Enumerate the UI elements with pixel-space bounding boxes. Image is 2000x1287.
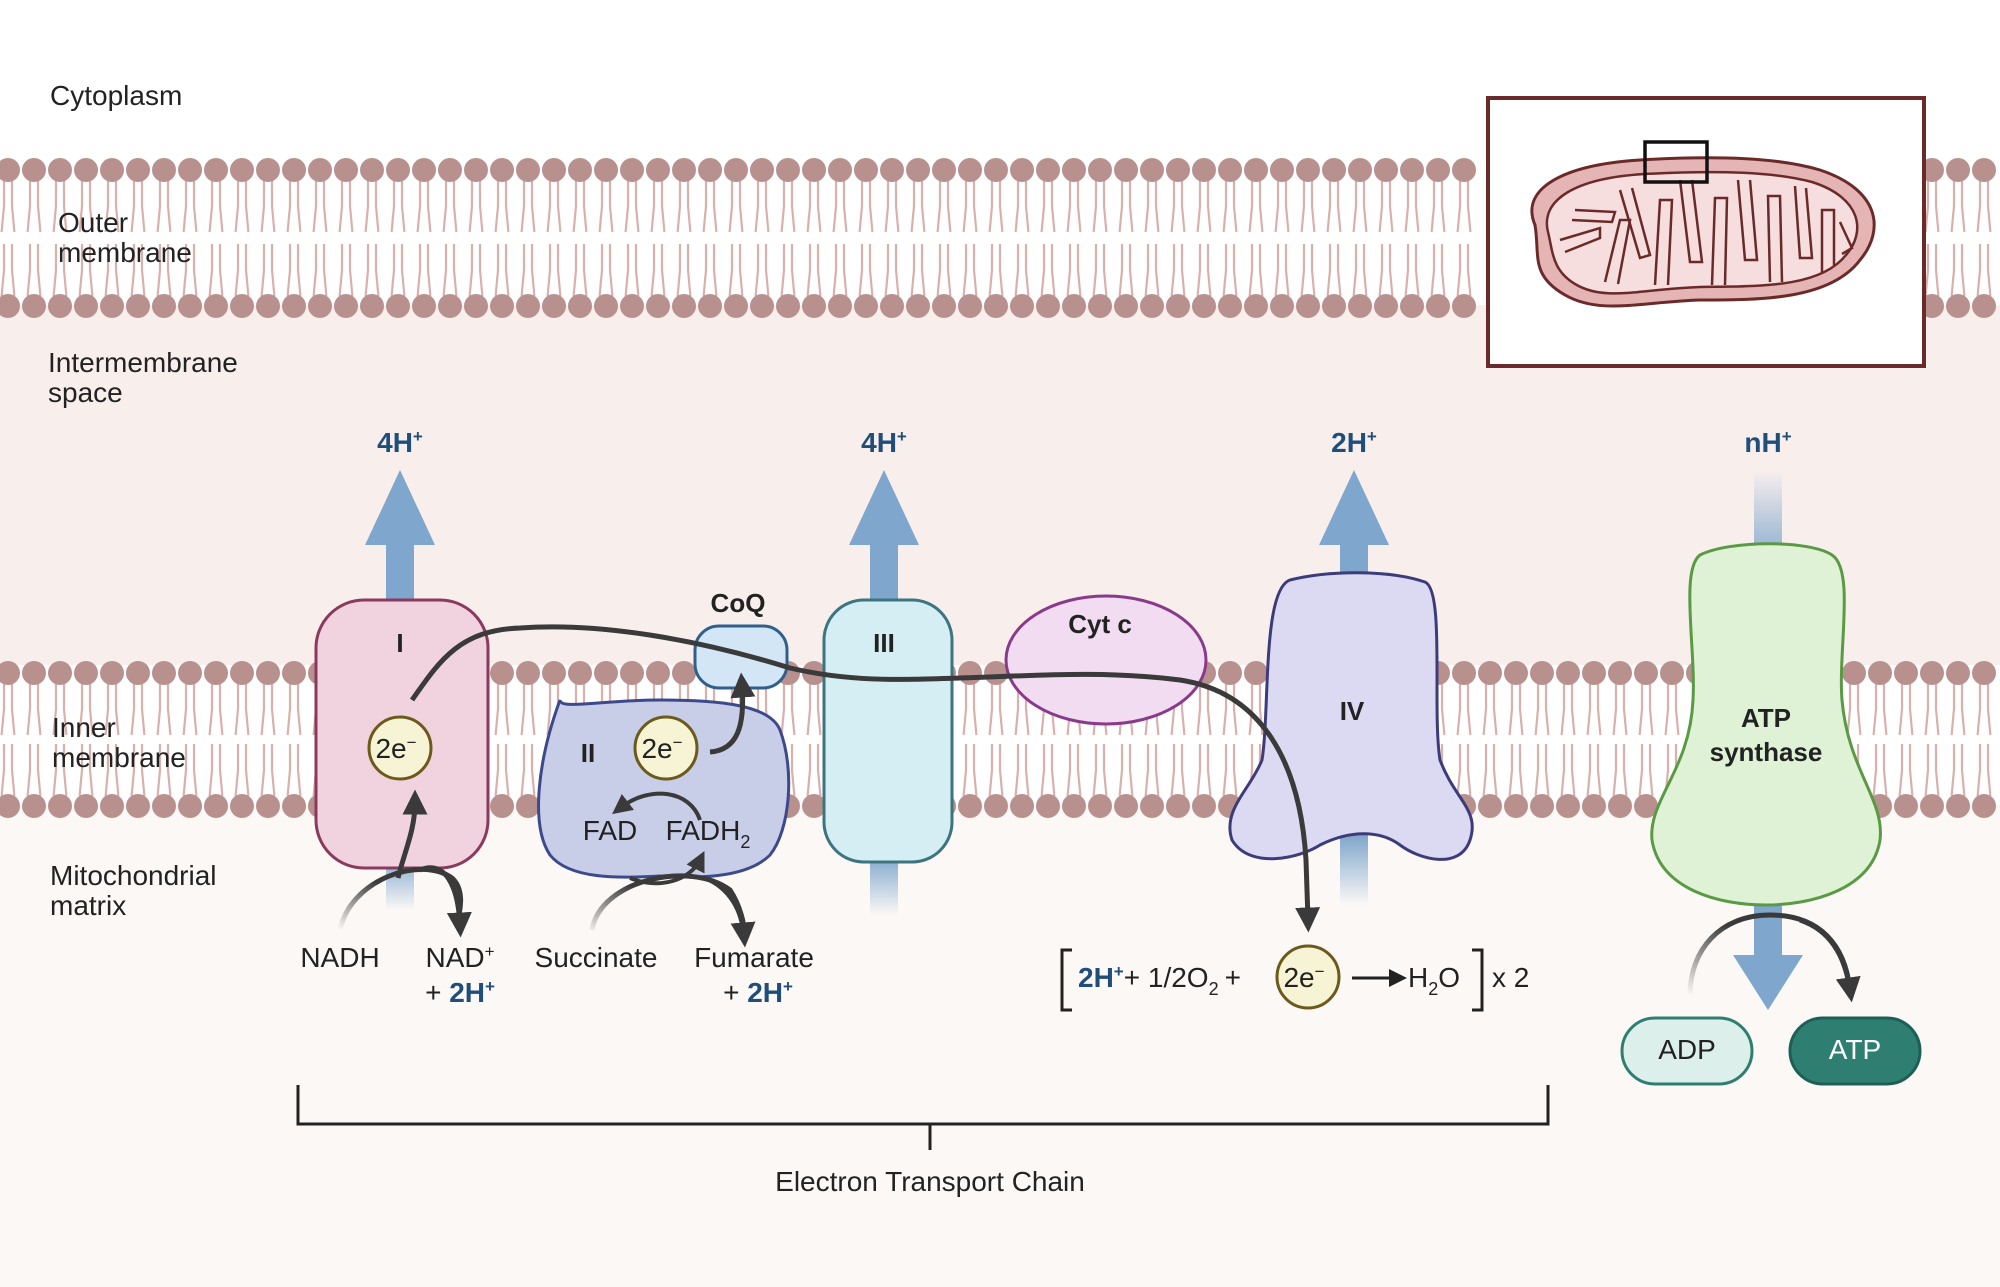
proton-label-3: 4H+ — [861, 427, 907, 458]
atp-pill: ATP — [1788, 1016, 1922, 1086]
mitochondrion-inset — [1486, 96, 1926, 368]
cytochrome-c: Cyt c — [1004, 594, 1208, 726]
water-product: H2O — [1408, 962, 1460, 999]
arrow-2e-to-coq — [709, 672, 756, 755]
fumarate-2h-label: + 2H+ — [723, 977, 793, 1008]
coq-label: CoQ — [711, 588, 766, 618]
outer-membrane-label-1: Outer — [58, 207, 128, 238]
cytc-label: Cyt c — [1068, 609, 1132, 639]
svg-text:ADP: ADP — [1658, 1034, 1716, 1065]
arrow-fad-to-fadh2 — [629, 851, 705, 886]
fad-label: FAD — [583, 815, 637, 846]
electron-1: 2e− — [367, 715, 433, 781]
arrow-nadh-to-nad — [419, 865, 472, 938]
atp-synthase-label-1: ATP — [1741, 703, 1791, 733]
complex-3: III — [822, 598, 954, 864]
atp-synthase: ATP synthase — [1650, 542, 1882, 907]
adp-pill: ADP — [1620, 1016, 1754, 1086]
proton-label-1: 4H+ — [377, 427, 423, 458]
etc-bracket: Electron Transport Chain — [296, 1085, 1550, 1197]
svg-text:2e−: 2e− — [375, 733, 416, 764]
arrow-fadh2-to-fad — [612, 791, 702, 821]
water-reactants: 2H++ 1/2O2+ — [1078, 962, 1241, 999]
proton-label-4: 2H+ — [1331, 427, 1377, 458]
svg-text:2e−: 2e− — [641, 733, 682, 764]
atp-synthase-label-2: synthase — [1710, 737, 1823, 767]
water-reaction: 2H++ 1/2O2+ 2e− H2O x 2 — [1060, 944, 1529, 1012]
outer-membrane-label-2: membrane — [58, 237, 192, 268]
inner-membrane-label-1: Inner — [52, 712, 116, 743]
electron-path — [409, 624, 1321, 933]
electron-3 — [1275, 944, 1341, 1010]
proton-label-atp: nH+ — [1744, 427, 1791, 458]
zoom-box — [1643, 140, 1709, 184]
matrix-label-2: matrix — [50, 890, 126, 921]
complex-1-label: I — [396, 628, 403, 658]
complex-2-label: II — [581, 738, 595, 768]
matrix-label-1: Mitochondrial — [50, 860, 217, 891]
etc-label: Electron Transport Chain — [775, 1166, 1085, 1197]
arrow-adp-to-atp — [1799, 917, 1861, 1003]
water-times: x 2 — [1492, 962, 1529, 993]
fumarate-label: Fumarate — [694, 942, 814, 973]
complex-4: IV — [1228, 571, 1474, 861]
nad-label: NAD+ — [425, 942, 494, 973]
nadh-label: NADH — [300, 942, 379, 973]
succinate-label: Succinate — [535, 942, 658, 973]
nad-2h-label: + 2H+ — [425, 977, 495, 1008]
intermembrane-label-1: Intermembrane — [48, 347, 238, 378]
fadh2-label: FADH2 — [666, 815, 751, 852]
cristae — [1559, 179, 1854, 286]
arrow-succinate-to-fumarate — [708, 877, 756, 948]
complex-4-label: IV — [1340, 696, 1365, 726]
bracket-left — [1060, 948, 1072, 1012]
electron-3-label: 2e− — [1283, 962, 1324, 993]
intermembrane-label-2: space — [48, 377, 123, 408]
outer-membrane — [0, 158, 1996, 318]
bracket-right — [1472, 948, 1484, 1012]
electron-2: 2e− — [633, 715, 699, 781]
cytoplasm-label: Cytoplasm — [50, 80, 182, 111]
svg-text:ATP: ATP — [1829, 1034, 1881, 1065]
inner-membrane-label-2: membrane — [52, 742, 186, 773]
complex-3-label: III — [873, 628, 895, 658]
